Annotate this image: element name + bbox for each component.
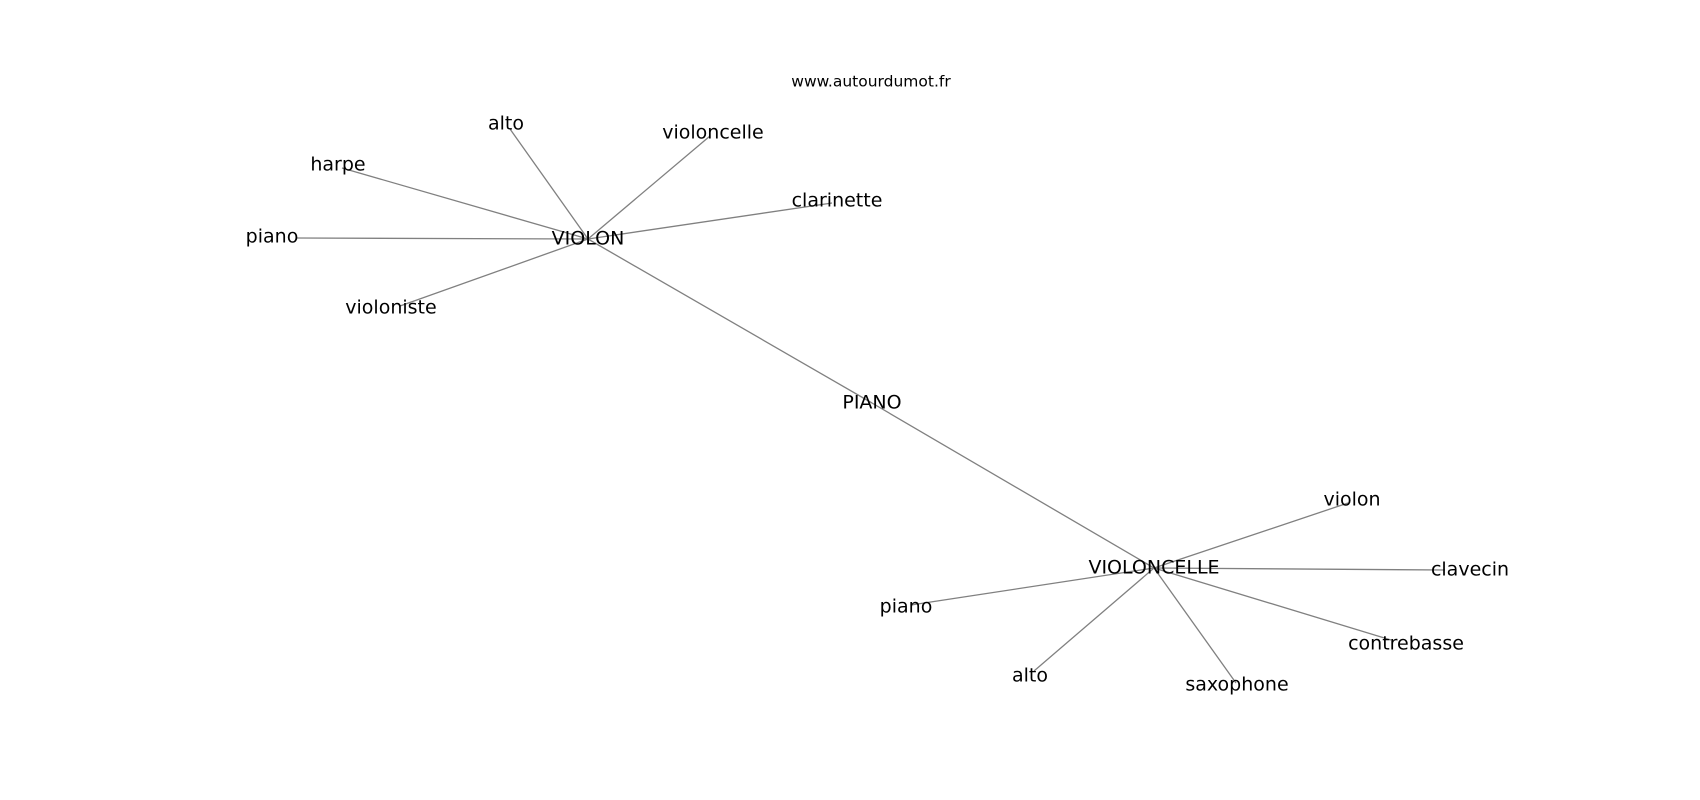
node-label-violoncelle-1: violoncelle bbox=[662, 122, 763, 144]
edge-violoncelle-clavecin_2 bbox=[1153, 567, 1446, 571]
edge-violon-clarinette_1 bbox=[587, 202, 833, 240]
node-label-piano-1: piano bbox=[246, 226, 299, 248]
node-label-violon-2: violon bbox=[1323, 489, 1380, 511]
edges-layer bbox=[295, 128, 1446, 684]
edge-violon-harpe_1 bbox=[341, 167, 589, 240]
node-label-clarinette-1: clarinette bbox=[792, 190, 883, 212]
node-label-contrebasse-2: contrebasse bbox=[1348, 633, 1464, 655]
node-label-violon: VIOLON bbox=[552, 228, 625, 250]
nodes-layer: PIANO VIOLON VIOLONCELLE alto violoncelle har… bbox=[246, 113, 1509, 696]
node-label-piano: PIANO bbox=[842, 392, 901, 414]
edge-piano-violoncelle bbox=[871, 402, 1155, 569]
watermark-text: www.autourdumot.fr bbox=[791, 73, 951, 91]
node-label-harpe-1: harpe bbox=[310, 154, 365, 176]
node-label-saxophone-2: saxophone bbox=[1185, 674, 1288, 696]
edge-violoncelle-piano_2 bbox=[910, 567, 1155, 606]
node-label-clavecin-2: clavecin bbox=[1431, 559, 1509, 581]
edge-violon-alto_1 bbox=[509, 128, 589, 240]
edge-piano-violon bbox=[587, 238, 873, 404]
node-label-violoniste-1: violoniste bbox=[345, 297, 436, 319]
edge-violon-violoniste_1 bbox=[399, 238, 589, 307]
edge-violoncelle-violon_2 bbox=[1153, 502, 1349, 569]
node-label-alto-2: alto bbox=[1012, 665, 1048, 687]
edge-violoncelle-contrebasse_2 bbox=[1153, 567, 1392, 641]
edge-violon-violoncelle_1 bbox=[587, 135, 711, 240]
edge-violon-piano_1 bbox=[295, 237, 589, 240]
edge-violoncelle-saxophone_2 bbox=[1153, 567, 1237, 684]
node-label-violoncelle: VIOLONCELLE bbox=[1088, 557, 1219, 579]
node-label-piano-2: piano bbox=[880, 596, 933, 618]
node-label-alto-1: alto bbox=[488, 113, 524, 135]
edge-violoncelle-alto_2 bbox=[1033, 567, 1155, 672]
